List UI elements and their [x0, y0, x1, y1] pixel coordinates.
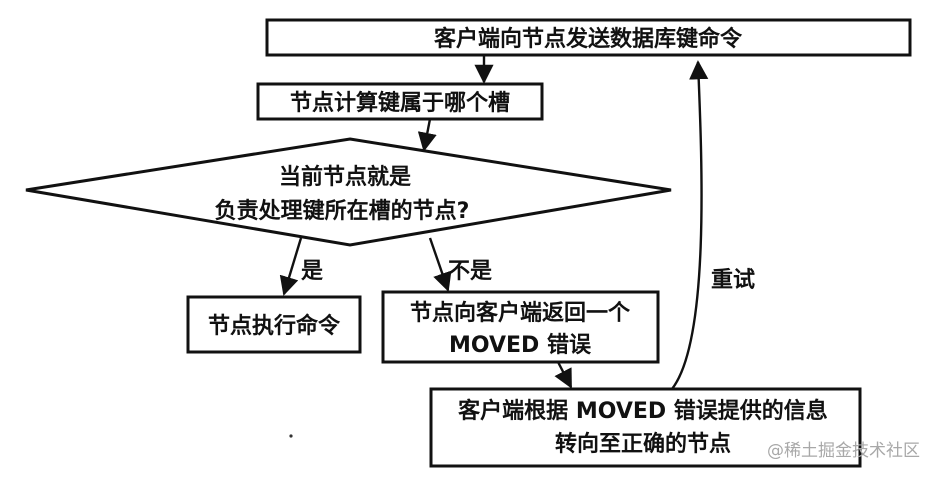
node-send-command-label: 客户端向节点发送数据库键命令: [434, 26, 743, 52]
node-send-command: 客户端向节点发送数据库键命令: [265, 18, 912, 57]
node-decision: 当前节点就是 负责处理键所在槽的节点?: [25, 137, 672, 247]
edge-retry-loop: [671, 60, 709, 390]
node-execute-label: 节点执行命令: [208, 313, 341, 339]
edge-label-no: 不是: [448, 259, 492, 284]
redirect-line-1: 客户端根据 MOVED 错误提供的信息: [458, 398, 828, 424]
edge-compute-to-decision: [417, 118, 437, 152]
edge-decision-yes: [279, 237, 303, 296]
node-execute: 节点执行命令: [186, 295, 362, 354]
node-compute-slot: 节点计算键属于哪个槽: [256, 82, 544, 121]
edge-moved-to-redirect: [554, 361, 573, 389]
moved-line-1: 节点向客户端返回一个: [410, 300, 631, 326]
watermark-text: @稀土掘金技术社区: [767, 441, 920, 461]
node-compute-slot-label: 节点计算键属于哪个槽: [290, 90, 510, 116]
moved-line-2: MOVED 错误: [449, 332, 592, 358]
edge-decision-no: [428, 237, 452, 292]
edge-label-retry: 重试: [711, 268, 755, 293]
decision-line-2: 负责处理键所在槽的节点?: [215, 198, 470, 224]
scan-speck: [289, 434, 293, 438]
edge-label-yes: 是: [301, 259, 323, 284]
node-redirect: 客户端根据 MOVED 错误提供的信息 转向至正确的节点: [429, 387, 862, 468]
redirect-line-2: 转向至正确的节点: [555, 431, 731, 457]
node-moved-error: 节点向客户端返回一个 MOVED 错误: [381, 290, 660, 364]
decision-line-1: 当前节点就是: [279, 164, 411, 190]
